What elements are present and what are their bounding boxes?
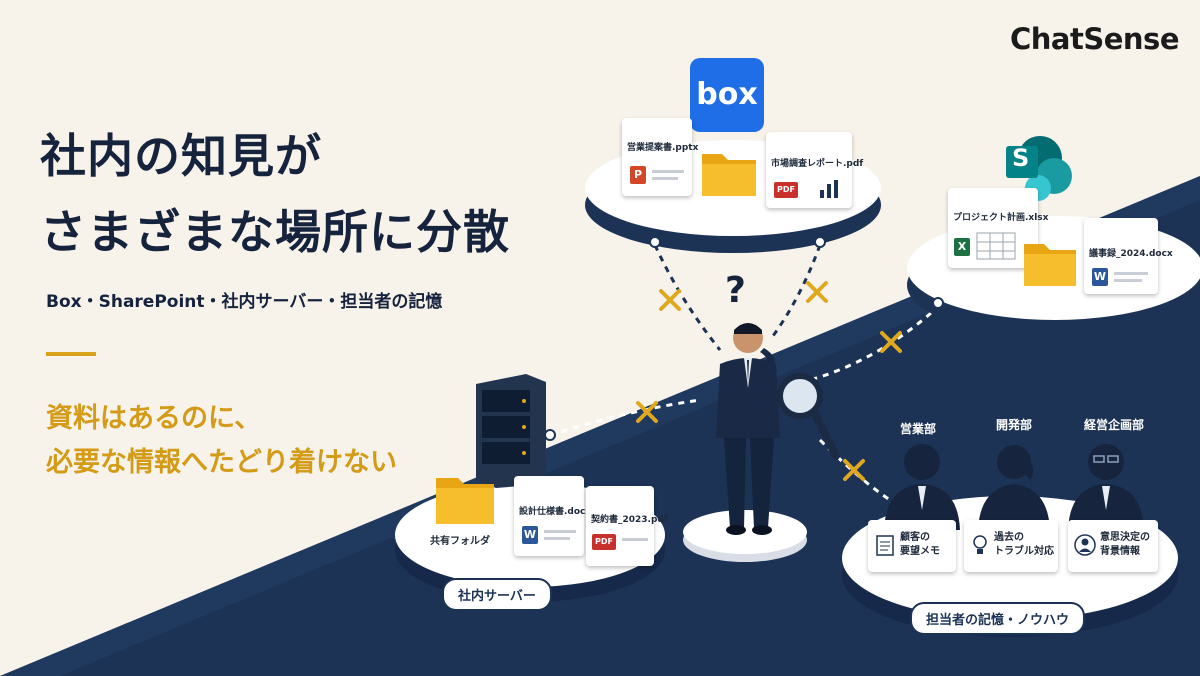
- box-logo-text: box: [696, 77, 758, 112]
- x-mark-icon: [636, 401, 658, 423]
- pdf-icon: PDF: [592, 534, 616, 550]
- magnifier-icon: [777, 373, 840, 460]
- businessperson-figure: [716, 323, 780, 535]
- memo-card: 顧客の要望メモ: [868, 520, 956, 572]
- file-name: 営業提案書.pptx: [627, 143, 699, 153]
- file-name: 議事録_2024.docx: [1089, 249, 1173, 259]
- server-icon: [476, 374, 546, 488]
- memo-text: 過去のトラブル対応: [994, 532, 1054, 557]
- notepad-icon: [876, 535, 894, 556]
- department-tag: 開発部: [988, 413, 1041, 436]
- memo-text: 意思決定の背景情報: [1100, 532, 1150, 557]
- file-card: 営業提案書.pptx P: [622, 118, 698, 196]
- lightbulb-icon: [973, 535, 987, 554]
- file-card: 市場調査レポート.pdf PDF: [766, 132, 863, 208]
- file-name: プロジェクト計画.xlsx: [953, 213, 1049, 223]
- excel-icon: X: [954, 238, 970, 256]
- memo-card: 意思決定の背景情報: [1068, 520, 1158, 572]
- question-mark-icon: ?: [725, 270, 746, 311]
- file-card: プロジェクト計画.xlsx X: [948, 188, 1048, 268]
- person-icon: [1074, 534, 1096, 556]
- headline-line-1: 社内の知見が: [40, 129, 322, 183]
- file-name: 設計仕様書.docx: [519, 507, 592, 517]
- x-mark-icon: [659, 289, 681, 311]
- word-icon: W: [1092, 268, 1108, 286]
- memo-card: 過去のトラブル対応: [964, 520, 1058, 572]
- file-name: 契約書_2023.pdf: [591, 515, 668, 525]
- department-tag: 営業部: [892, 417, 945, 440]
- people-silhouettes: [884, 444, 1144, 530]
- sharepoint-logo-icon: [1006, 136, 1072, 201]
- x-mark-icon: [806, 281, 828, 303]
- x-mark-icon: [880, 331, 902, 353]
- file-card: 議事録_2024.docx W: [1084, 218, 1173, 294]
- folder-icon: [702, 154, 756, 196]
- powerpoint-icon: P: [630, 166, 646, 184]
- tagline-line-2: 必要な情報へたどり着けない: [46, 447, 397, 478]
- accent-rule: [46, 352, 96, 356]
- folder-icon: [436, 478, 494, 524]
- subtitle: Box・SharePoint・社内サーバー・担当者の記憶: [46, 292, 443, 312]
- file-card: 契約書_2023.pdf PDF: [586, 486, 668, 566]
- x-mark-icon: [843, 459, 865, 481]
- spreadsheet-grid-icon: [976, 232, 1016, 260]
- file-name: 市場調査レポート.pdf: [771, 159, 864, 169]
- folder-icon: [1024, 244, 1076, 286]
- brand-logo: ChatSense: [1010, 22, 1180, 56]
- people-label: 担当者の記憶・ノウハウ: [910, 602, 1086, 635]
- headline-line-2: さまざまな場所に分散: [40, 205, 510, 259]
- file-card: 設計仕様書.docx W: [514, 476, 591, 556]
- box-logo-icon: box: [690, 58, 764, 132]
- tagline-line-1: 資料はあるのに、: [46, 403, 262, 434]
- sharepoint-logo-letter: S: [1012, 144, 1030, 172]
- word-icon: W: [522, 526, 538, 544]
- pdf-icon: PDF: [774, 182, 798, 198]
- server-label: 社内サーバー: [442, 578, 552, 611]
- department-tag: 経営企画部: [1076, 413, 1153, 436]
- memo-text: 顧客の要望メモ: [900, 532, 940, 557]
- bar-chart-icon: [820, 180, 838, 198]
- shared-folder-label: 共有フォルダ: [430, 536, 490, 547]
